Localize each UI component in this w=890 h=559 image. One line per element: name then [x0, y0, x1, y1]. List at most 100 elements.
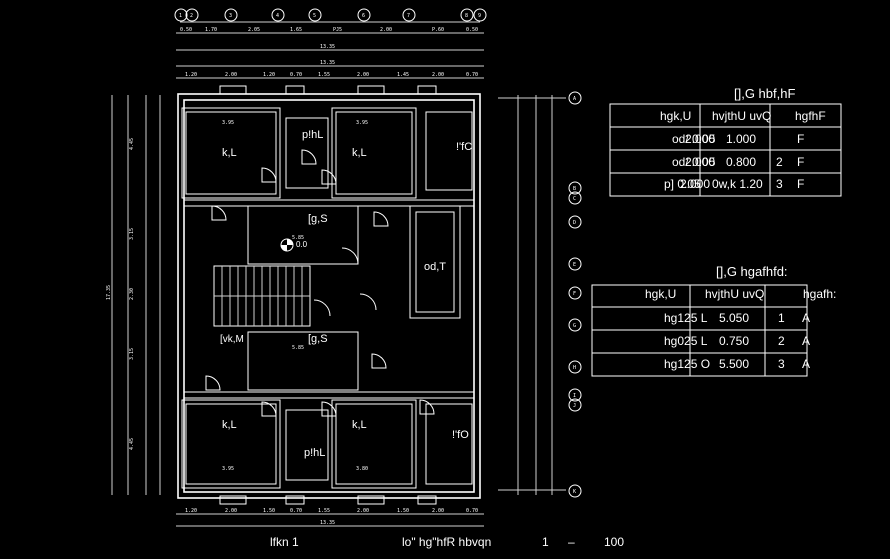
table-2-row1-size: hg125 L	[664, 311, 708, 325]
grid-bubble-9: 9	[473, 8, 487, 22]
table-1-row2-dim: 0.800	[726, 155, 756, 169]
table-2-title: [],G hgafhfd:	[716, 264, 788, 279]
table-1-row1-size: od/ 0.05	[672, 132, 716, 146]
table-1-row2-overlay-num: 2	[776, 155, 783, 169]
table-1-row3-mark: F	[797, 177, 804, 191]
table-1-row3-size: p] 0.05	[664, 177, 701, 191]
dim-text: 1.65	[290, 27, 302, 33]
dim-text: 3.95	[356, 120, 368, 126]
grid-label: J	[573, 403, 576, 409]
room-label-bath-top: p!hL	[302, 129, 323, 141]
table-1-row2-size: od/ 0.05	[672, 155, 716, 169]
dim-text: 3.95	[222, 466, 234, 472]
dim-text: 5.85	[292, 235, 304, 241]
dim-text: 2.00	[432, 508, 444, 514]
dim-text: 1.20	[185, 508, 197, 514]
grid-label: G	[573, 323, 576, 329]
dim-text: 1.20	[263, 72, 275, 78]
table-2-row2-mark: A	[802, 334, 810, 348]
dim-text: 2.00	[380, 27, 392, 33]
room-label-hall-top: [g,S	[308, 213, 328, 225]
table-2-row1-dim: 5.050	[719, 311, 749, 325]
dim-text: 2.00	[432, 72, 444, 78]
table-1-header-mark: hgfhF	[795, 109, 826, 123]
grid-bubbles-right: A B C D E F G H I J K	[568, 91, 582, 498]
grid-bubble-3: 3	[224, 8, 238, 22]
table-1-row2-mark: F	[797, 155, 804, 169]
dim-text: 2.05	[248, 27, 260, 33]
drawing-footer: lfkn 1 lo" hg"hfR hbvqn 1 – 100	[270, 535, 624, 549]
room-label-level: 0.0	[296, 240, 308, 249]
room-label-bath-bot: p!hL	[304, 447, 325, 459]
right-dimension-lines	[498, 95, 566, 495]
table-1-header-dim: hvjthU uvQ	[712, 109, 771, 123]
grid-bubble-D: D	[568, 215, 582, 229]
stair-treads	[214, 266, 310, 326]
grid-label: E	[573, 262, 576, 268]
grid-bubble-I: I	[568, 388, 582, 402]
grid-bubble-5: 5	[308, 8, 322, 22]
table-1-row3-dim: 0w,k 1.20	[712, 177, 763, 191]
dim-text: 4.45	[129, 438, 135, 450]
room-label-wc-top: !'fC	[456, 141, 472, 153]
grid-label: C	[573, 196, 576, 202]
dim-text: PJ5	[333, 27, 342, 33]
dim-text: 2.30	[129, 288, 135, 300]
dim-text: 1.50	[263, 508, 275, 514]
table-1-title: [],G hbf,hF	[734, 86, 795, 101]
grid-bubble-J: J	[568, 398, 582, 412]
grid-label: A	[573, 96, 576, 102]
dim-text: 2.00	[357, 72, 369, 78]
room-label-store: [vk,M	[220, 334, 244, 345]
table-2-row1-num: 1	[778, 311, 785, 325]
grid-label: 9	[478, 13, 481, 19]
grid-bubble-6: 6	[357, 8, 371, 22]
dim-text: 0.70	[466, 508, 478, 514]
dim-text: P.60	[432, 27, 444, 33]
top-dimension-chain-2: 1.20 2.00 1.20 0.70 1.55 2.00 1.45 2.00 …	[176, 72, 484, 79]
footer-scale-a: 1	[542, 535, 549, 549]
grid-bubble-7: 7	[402, 8, 416, 22]
dim-text: 1.20	[185, 72, 197, 78]
dim-text: 1.55	[318, 508, 330, 514]
grid-bubble-1: 1	[174, 8, 188, 22]
dim-text: 3.15	[129, 228, 135, 240]
grid-label: I	[573, 393, 576, 399]
table-2-header-mark: hgafh:	[803, 287, 836, 301]
dim-text: 0.70	[290, 508, 302, 514]
dim-text: 0.70	[466, 72, 478, 78]
table-2-header-dim: hvjthU uvQ	[705, 287, 764, 301]
door-swings	[205, 149, 435, 417]
grid-bubble-H: H	[568, 360, 582, 374]
grid-bubbles-top: 1 2 3 4 5 6 7 8 9	[174, 8, 487, 23]
grid-label: 5	[313, 13, 316, 19]
dim-text: 1.45	[397, 72, 409, 78]
grid-label: 2	[190, 13, 193, 19]
grid-label: B	[573, 186, 576, 192]
room-label-bed-4: k,L	[352, 419, 367, 431]
table-1-row1-mark: F	[797, 132, 804, 146]
grid-label: 1	[179, 13, 182, 19]
table-2-header-size: hgk,U	[645, 287, 676, 301]
window-markers	[219, 85, 437, 505]
dim-text: 13.35	[320, 520, 335, 526]
room-label-bed-1: k,L	[222, 147, 237, 159]
dim-text: 2.00	[225, 72, 237, 78]
room-label-bed-2: k,L	[352, 147, 367, 159]
grid-label: K	[573, 489, 576, 495]
dim-text: 3.80	[356, 466, 368, 472]
footer-left-label: lfkn 1	[270, 535, 299, 549]
dim-text: 3.15	[129, 348, 135, 360]
table-2-row2-size: hg025 L	[664, 334, 708, 348]
table-2-row3-mark: A	[802, 357, 810, 371]
grid-label: 4	[276, 13, 279, 19]
table-2-row1-mark: A	[802, 311, 810, 325]
dim-text: 4.45	[129, 138, 135, 150]
room-label-wc-bot: !'fO	[452, 429, 469, 441]
grid-label: D	[573, 220, 576, 226]
dim-text: 13.35	[320, 60, 335, 66]
table-1-row1-dim: 1.000	[726, 132, 756, 146]
grid-bubble-8: 8	[460, 8, 474, 22]
grid-label: 3	[229, 13, 232, 19]
footer-dash: –	[568, 535, 575, 549]
